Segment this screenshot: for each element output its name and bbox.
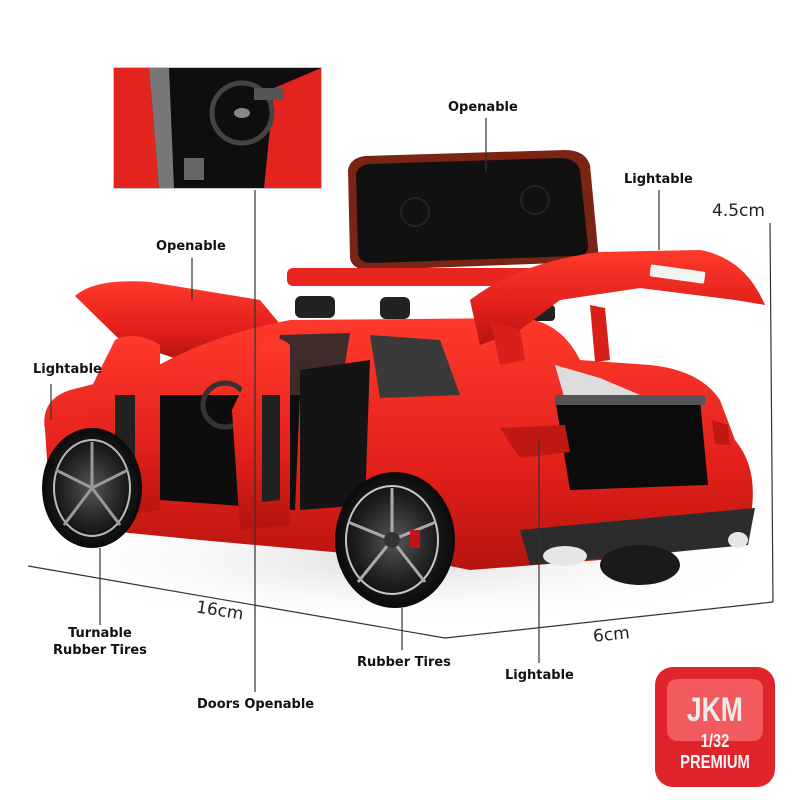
dimension-lines xyxy=(27,222,774,639)
dimension-width: 6cm xyxy=(592,623,631,647)
front-wheel xyxy=(42,428,142,548)
callout-front-tires: Turnable Rubber Tires xyxy=(53,625,147,659)
rear-wheel xyxy=(335,472,455,608)
callout-rear-tires: Rubber Tires xyxy=(357,655,451,670)
callout-hood: Openable xyxy=(156,239,226,254)
brand-badge: JKM 1/32 PREMIUM xyxy=(655,667,775,787)
callout-front-tires-line1: Turnable xyxy=(68,626,132,641)
callout-headlight: Lightable xyxy=(33,362,102,377)
callout-roof-box: Openable xyxy=(448,100,518,115)
brand-name: JKM xyxy=(686,690,743,729)
interior-inset-photo xyxy=(113,67,322,189)
callout-taillight: Lightable xyxy=(505,668,574,683)
brand-badge-inner: JKM xyxy=(667,679,763,741)
rear-right-wheel xyxy=(600,545,680,585)
leader-lines xyxy=(50,118,660,692)
callout-front-tires-line2: Rubber Tires xyxy=(53,643,147,658)
scale-label: 1/32 PREMIUM xyxy=(680,731,750,772)
trunk xyxy=(555,398,708,490)
callout-doors: Doors Openable xyxy=(197,697,315,712)
callout-tailgate-light: Lightable xyxy=(624,172,693,187)
dimension-height: 4.5cm xyxy=(712,201,765,221)
roof-box xyxy=(287,150,599,286)
